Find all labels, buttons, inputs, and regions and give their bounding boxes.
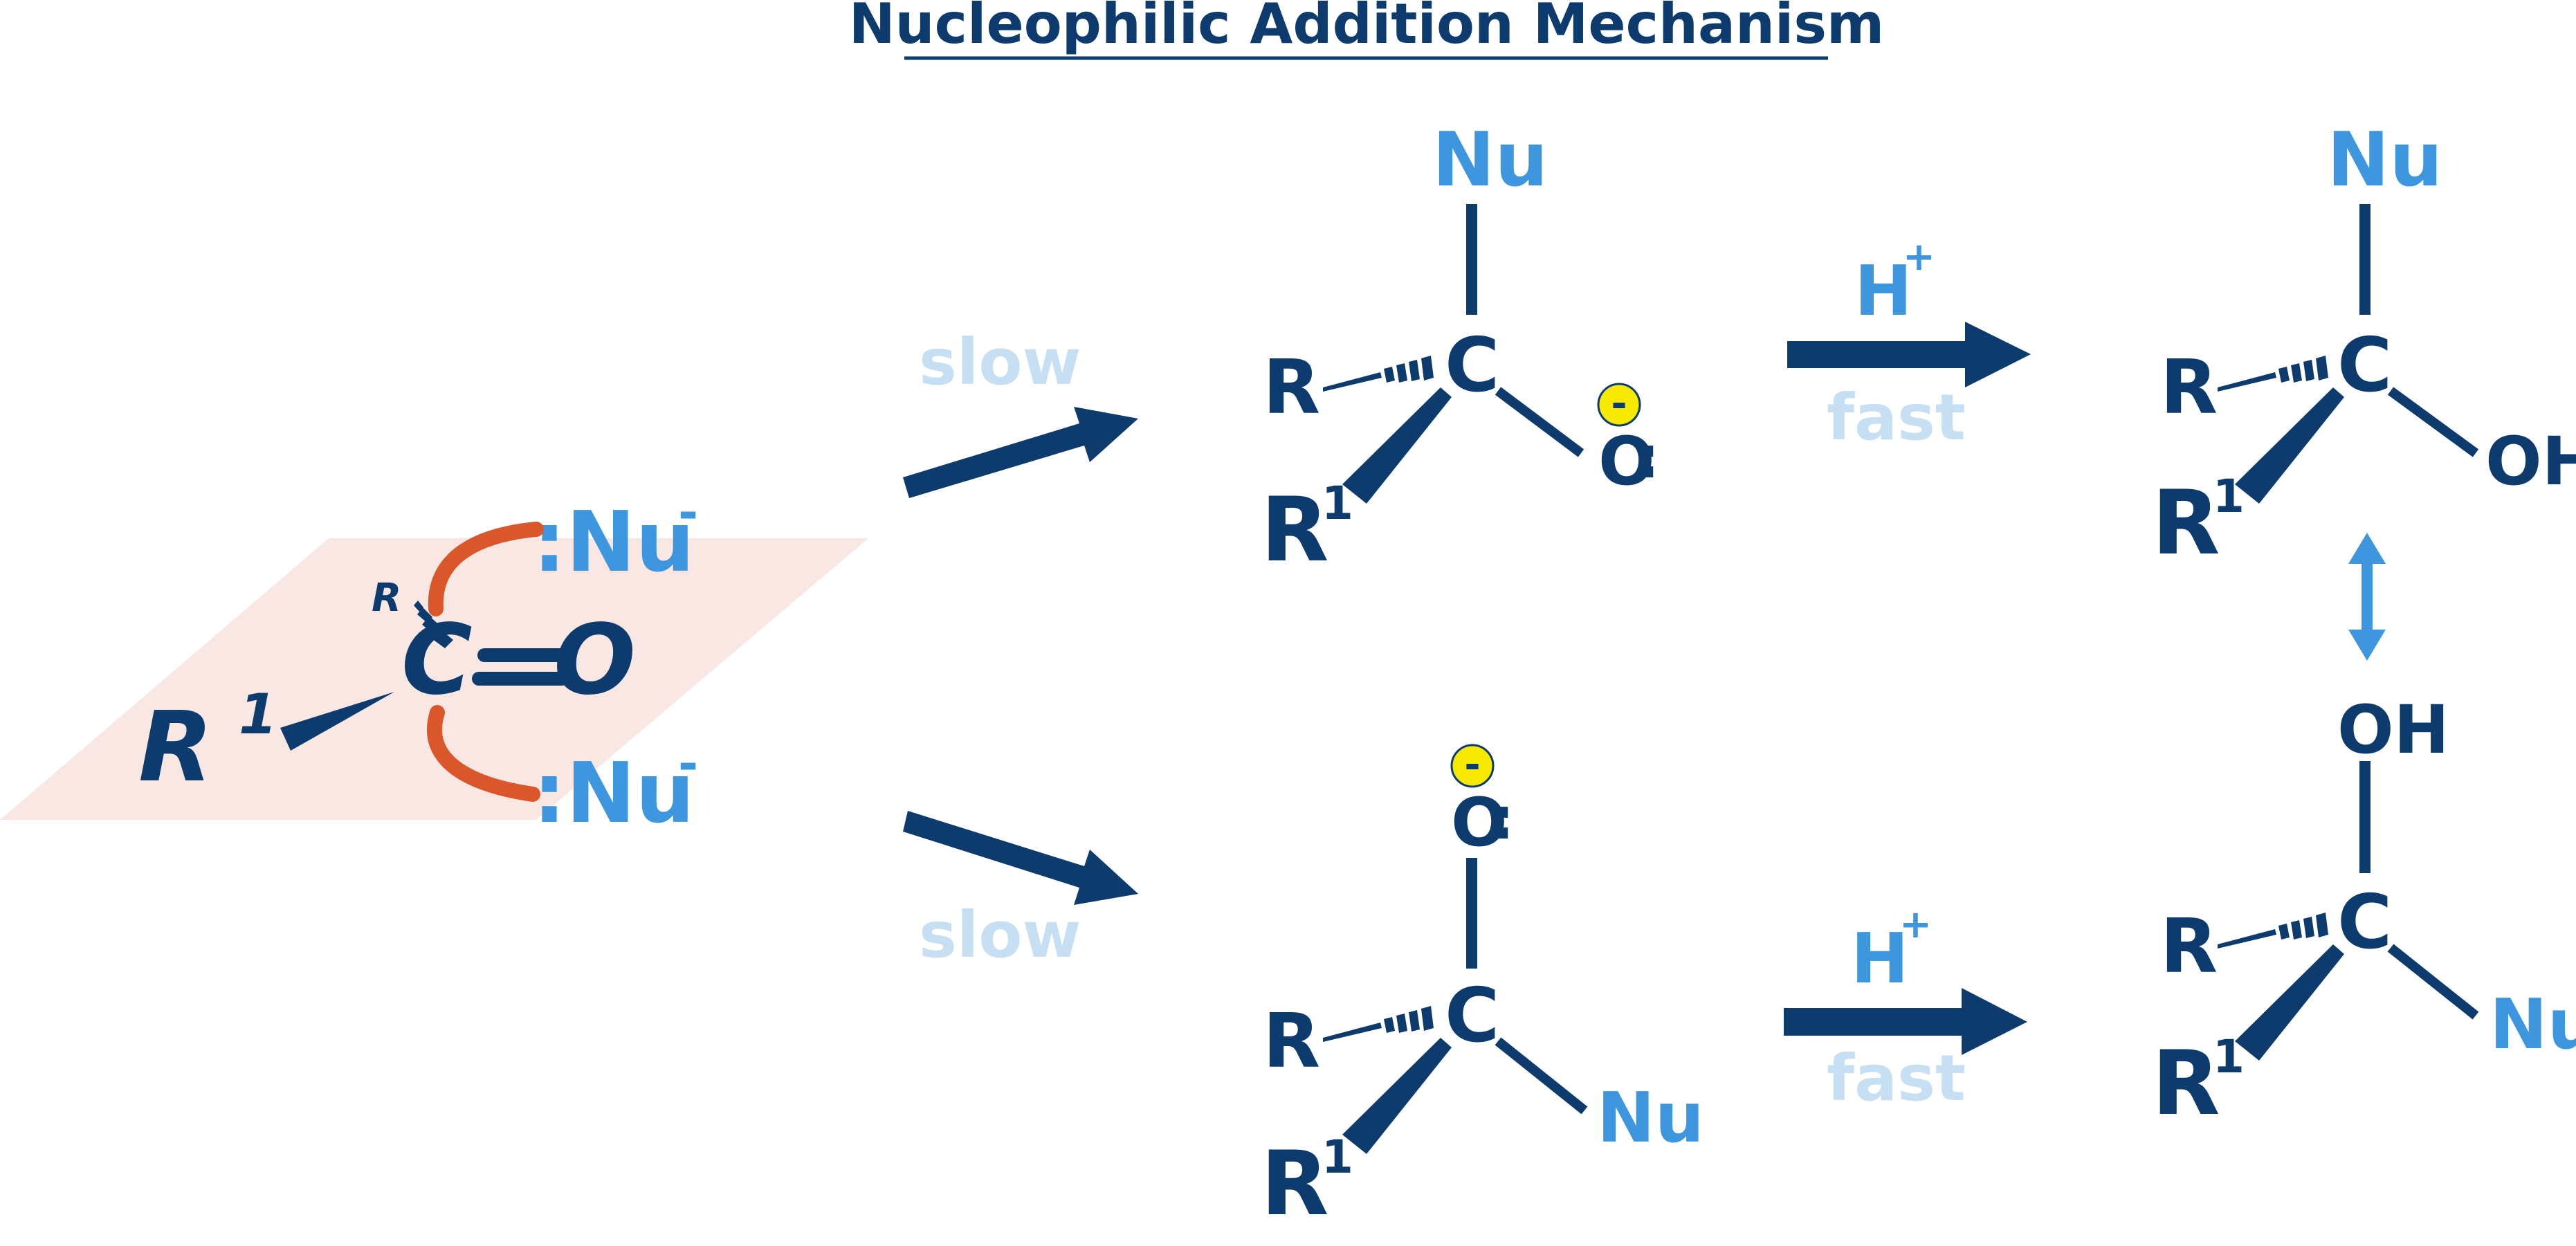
int-bottom-r1-sup: 1 [1322,1130,1353,1184]
int-top-r: R [1263,345,1320,431]
int-bottom-nu: Nu [1597,1077,1704,1158]
prod-bottom-oh: OH [2337,691,2449,769]
nucleophile-top-charge: - [678,484,698,541]
int-bottom-wedge-bond [1342,1038,1452,1154]
prod-top-carbon: C [2337,322,2392,409]
int-bottom-hashed-bond [1323,1006,1434,1042]
fast-arrow-top [1787,322,2031,387]
diagram-title: Nucleophilic Addition Mechanism [849,0,1885,56]
prod-bottom-r1-sup: 1 [2213,1030,2245,1083]
reactant-wedge-bond [280,692,394,751]
prod-bottom-r1: R [2152,1032,2220,1135]
prod-top-hashed-bond [2218,356,2328,392]
nucleophile-top: :Nu [533,495,695,591]
trigonal-plane [0,538,868,820]
int-bottom-charge: - [1464,742,1480,787]
int-top-nu: Nu [1432,117,1548,203]
fast-label-top: fast [1827,381,1966,455]
prod-top-wedge-bond [2235,387,2344,504]
h-plus-top-sign: + [1903,235,1935,280]
prod-bottom-carbon: C [2337,879,2392,966]
reactant-double-bond [472,648,574,686]
slow-label-bottom: slow [919,898,1081,972]
fast-arrow-bottom [1784,988,2027,1055]
int-top-lone-pair: : [1636,423,1660,491]
int-bottom-charge-circle [1450,744,1495,788]
reactant-r-small: R [372,576,401,621]
product-bottom: OH C R R 1 Nu [2152,691,2576,1135]
h-plus-top: H [1854,250,1912,331]
int-bottom-oxygen: O [1451,784,1508,861]
int-top-charge: - [1611,381,1627,426]
int-bottom-r: R [1263,998,1320,1085]
prod-top-nu: Nu [2327,117,2442,203]
prod-top-oh: OH [2485,423,2576,500]
prod-bottom-wedge-bond [2235,944,2344,1061]
prod-top-r1-sup: 1 [2213,470,2245,523]
int-top-charge-circle [1597,383,1641,427]
reactant-carbon: C [401,604,473,717]
nucleophile-bottom-charge: - [678,735,698,792]
reactant-r1-label: R [138,691,213,804]
attack-arrow-top [428,522,544,616]
int-top-carbon: C [1445,322,1499,409]
int-bottom-lone-pair: : [1491,785,1515,852]
int-top-hashed-bond [1323,356,1434,392]
int-top-wedge-bond [1342,387,1452,504]
prod-top-r: R [2160,345,2218,431]
equivalence-arrow [2348,533,2386,661]
intermediate-bottom: - O : C R R 1 Nu [1261,742,1704,1236]
int-bottom-carbon: C [1445,973,1499,1059]
reactant-group: R R 1 C O :Nu - :Nu - [0,484,868,842]
int-top-oxygen: O [1598,423,1655,500]
reactant-r1-superscript: 1 [239,682,277,746]
prod-top-r1: R [2152,472,2220,575]
reactant-oxygen: O [554,604,636,717]
intermediate-top: Nu C R R 1 O : - [1261,117,1660,582]
int-top-r1: R [1261,479,1329,582]
reactant-hashed-bond [414,601,453,648]
nucleophile-bottom: :Nu [533,746,695,842]
int-bottom-r1: R [1261,1133,1329,1236]
prod-bottom-hashed-bond [2218,913,2328,949]
int-top-r1-sup: 1 [1322,477,1353,530]
slow-label-top: slow [919,325,1081,399]
fast-label-bottom: fast [1827,1041,1966,1115]
h-plus-bottom-sign: + [1899,902,1932,947]
attack-arrow-bottom [426,705,540,802]
prod-bottom-nu: Nu [2490,984,2576,1065]
slow-arrow-bottom [903,811,1138,905]
prod-bottom-r: R [2160,904,2218,990]
product-top: Nu C R R 1 OH [2152,117,2576,575]
slow-arrow-top [903,407,1138,498]
h-plus-bottom: H [1851,918,1909,999]
